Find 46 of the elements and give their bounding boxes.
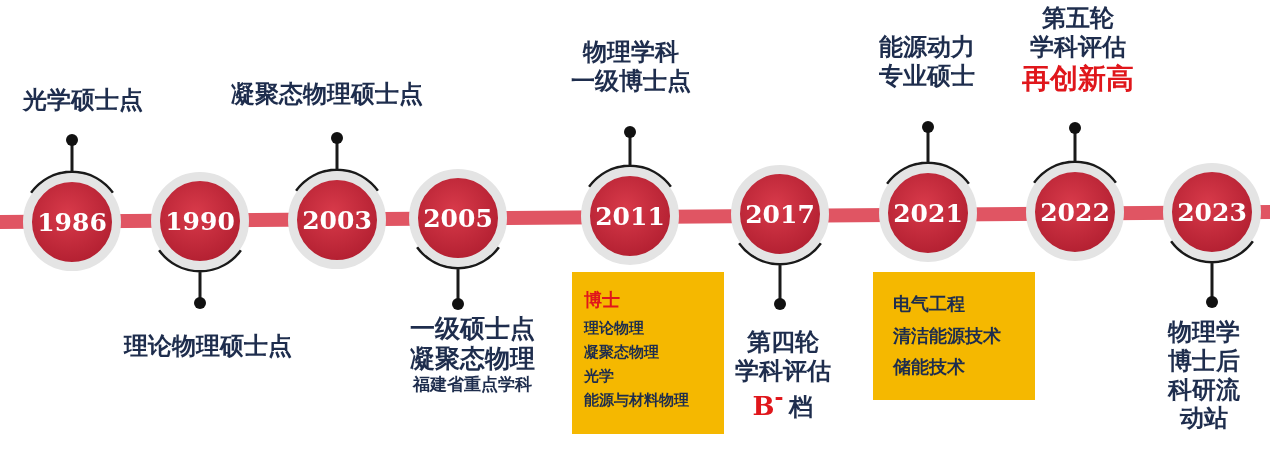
milestone-text: 能源与材料物理 — [584, 389, 690, 411]
year-label: 1990 — [165, 206, 235, 236]
leader-line — [1032, 122, 1117, 185]
milestone-text: 物理学博士后科研流动站 — [1166, 318, 1241, 434]
milestone-text: 理论物理硕士点 — [122, 332, 293, 361]
milestone-text: 储能技术 — [893, 355, 966, 379]
milestone-text: 学科评估 — [1028, 32, 1127, 62]
leader-line — [587, 126, 672, 189]
milestone-text: 专业硕士 — [878, 61, 976, 91]
milestone-text: 第五轮 — [1040, 4, 1115, 33]
milestone-text: 光学硕士点 — [21, 86, 144, 115]
leader-line — [885, 121, 970, 186]
leader-line — [737, 241, 822, 310]
leader-line — [29, 134, 114, 195]
milestone-text: 凝聚态物理硕士点 — [230, 80, 424, 109]
milestone-text: 第四轮 — [746, 328, 820, 357]
milestone-text: 博士 — [584, 288, 621, 312]
milestone-text: 物理学科 — [581, 38, 680, 67]
year-label: 2022 — [1040, 197, 1110, 227]
milestone-text: 福建省重点学科 — [411, 374, 533, 395]
leader-line — [294, 132, 379, 193]
milestone-text: 电气工程 — [893, 292, 966, 316]
milestone-text: 档 — [789, 393, 814, 422]
year-label: 2017 — [745, 199, 815, 229]
milestone-text: 凝聚态物理 — [409, 344, 536, 374]
leader-line — [415, 245, 500, 310]
milestone-text: 学科评估 — [734, 356, 832, 386]
info-panel — [873, 272, 1035, 400]
milestone-text: 能源动力 — [878, 33, 976, 62]
leader-line — [157, 248, 242, 309]
milestone-text: 凝聚态物理 — [584, 341, 660, 363]
year-label: 2003 — [302, 205, 372, 235]
year-label: 2023 — [1177, 197, 1247, 227]
year-label: 2005 — [423, 203, 493, 233]
year-label: 1986 — [37, 207, 107, 237]
year-label: 2011 — [595, 201, 665, 231]
milestone-text: 一级硕士点 — [409, 314, 536, 344]
milestone-text: 再创新高 — [1020, 61, 1135, 96]
milestone-text: 光学 — [584, 365, 615, 387]
leader-line — [1169, 239, 1254, 308]
milestone-text: 一级博士点 — [570, 66, 692, 96]
year-label: 2021 — [893, 198, 963, 228]
milestone-text: 理论物理 — [584, 317, 645, 339]
milestone-text: B$^{-}$ — [752, 391, 784, 422]
info-panel — [572, 272, 724, 434]
milestone-text: 清洁能源技术 — [893, 323, 1002, 348]
